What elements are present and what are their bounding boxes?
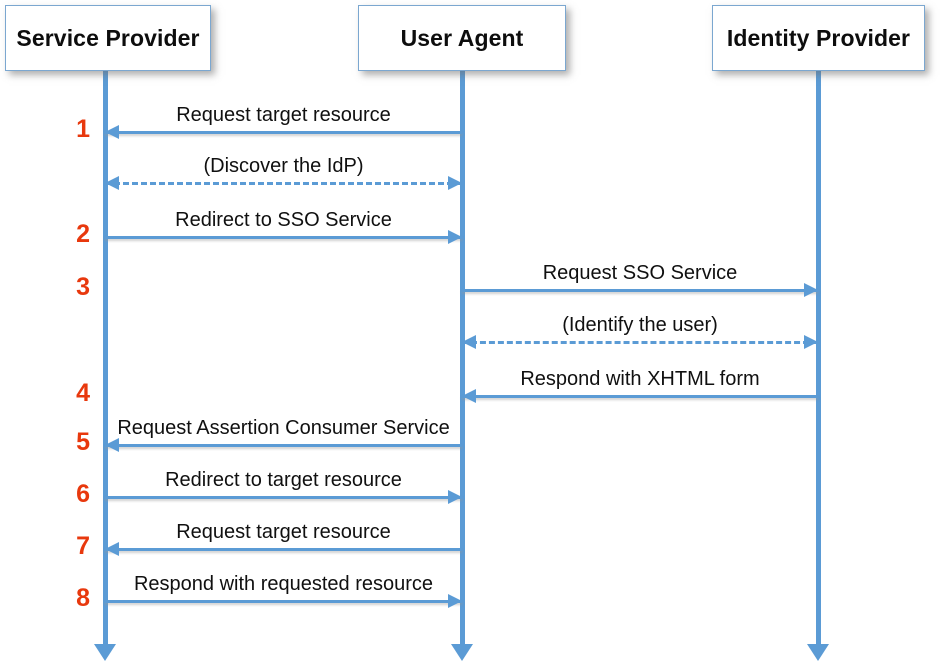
- lifeline-idp: [815, 71, 821, 644]
- message-label: Respond with requested resource: [133, 573, 434, 595]
- arrow-head-left: [105, 176, 119, 190]
- arrow-head-right: [804, 335, 818, 349]
- actor-box-ua: User Agent: [358, 5, 566, 71]
- actor-label-sp: Service Provider: [16, 24, 200, 51]
- lifeline-end-arrow-ua: [451, 644, 473, 661]
- actor-label-ua: User Agent: [400, 24, 524, 51]
- lifeline-sp: [102, 71, 108, 644]
- actor-label-idp: Identity Provider: [726, 24, 911, 51]
- step-number-2: 2: [76, 220, 90, 248]
- arrow-line: [105, 496, 462, 499]
- arrow-line: [462, 289, 818, 292]
- message-label: (Identify the user): [562, 314, 718, 336]
- step-number-3: 3: [76, 273, 90, 301]
- arrow-line: [105, 182, 462, 185]
- arrow-head-left: [462, 389, 476, 403]
- arrow-head-right: [448, 230, 462, 244]
- step-number-8: 8: [76, 584, 90, 612]
- step-number-7: 7: [76, 532, 90, 560]
- arrow-line: [105, 236, 462, 239]
- arrow-head-right: [448, 176, 462, 190]
- step-number-1: 1: [76, 115, 90, 143]
- arrow-head-right: [804, 283, 818, 297]
- arrow-head-right: [448, 490, 462, 504]
- message-label: (Discover the IdP): [203, 155, 364, 177]
- arrow-line: [462, 341, 818, 344]
- message-label: Request target resource: [176, 104, 391, 126]
- step-number-5: 5: [76, 428, 90, 456]
- message-label: Redirect to target resource: [165, 469, 402, 491]
- arrow-head-right: [448, 594, 462, 608]
- arrow-head-left: [105, 125, 119, 139]
- lifeline-ua: [459, 71, 465, 644]
- arrow-line: [105, 600, 462, 603]
- arrow-line: [105, 131, 462, 134]
- lifeline-end-arrow-sp: [94, 644, 116, 661]
- lifeline-end-arrow-idp: [807, 644, 829, 661]
- message-label: Request SSO Service: [542, 262, 738, 284]
- message-label: Respond with XHTML form: [520, 368, 760, 390]
- arrow-line: [105, 444, 462, 447]
- step-number-6: 6: [76, 480, 90, 508]
- arrow-head-left: [105, 438, 119, 452]
- message-label: Request Assertion Consumer Service: [117, 417, 450, 439]
- arrow-head-left: [105, 542, 119, 556]
- actor-box-idp: Identity Provider: [712, 5, 925, 71]
- arrow-head-left: [462, 335, 476, 349]
- actor-box-sp: Service Provider: [5, 5, 211, 71]
- arrow-line: [462, 395, 818, 398]
- step-number-4: 4: [76, 379, 90, 407]
- message-label: Request target resource: [176, 521, 391, 543]
- arrow-line: [105, 548, 462, 551]
- message-label: Redirect to SSO Service: [175, 209, 392, 231]
